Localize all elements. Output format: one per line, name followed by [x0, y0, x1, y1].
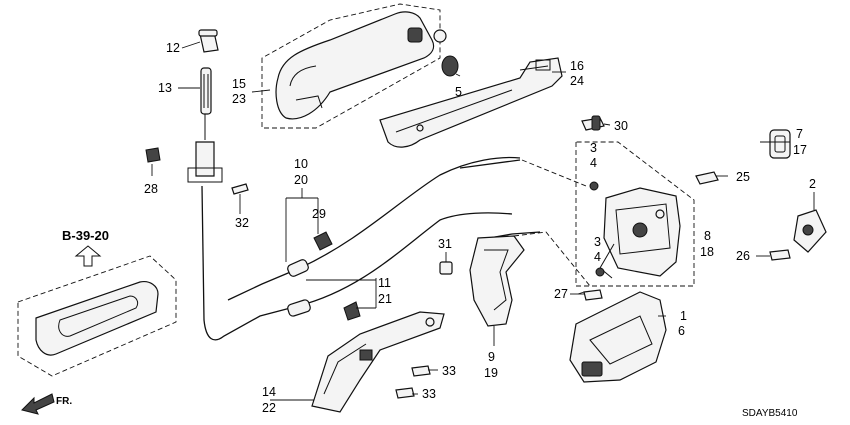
- outer-handle-group: [261, 3, 459, 129]
- callout-33b: 33: [422, 387, 436, 401]
- diagram-code: SDAYB5410: [742, 408, 798, 419]
- rubber-pad: [769, 129, 791, 159]
- callout-29: 29: [312, 207, 326, 221]
- callout-17: 17: [793, 143, 807, 157]
- handle-base-group: [379, 57, 563, 148]
- inner-door-handle: [35, 281, 159, 356]
- callout-13: 13: [158, 81, 172, 95]
- key-cylinder-group: [145, 29, 249, 195]
- callout-18: 18: [700, 245, 714, 259]
- callout-33a: 33: [442, 364, 456, 378]
- front-direction-label: FR.: [56, 396, 72, 407]
- callout-8: 8: [704, 229, 711, 243]
- grommet: [441, 55, 459, 77]
- callout-2: 2: [809, 177, 816, 191]
- callout-20: 20: [294, 173, 308, 187]
- handle-base: [379, 57, 563, 148]
- rod-clip: [145, 147, 161, 163]
- callout-32: 32: [235, 216, 249, 230]
- cable-clip-21: [343, 301, 361, 321]
- callout-15: 15: [232, 77, 246, 91]
- latch-protector: [469, 235, 525, 327]
- latch-group: [575, 141, 695, 301]
- callout-3a: 3: [590, 141, 597, 155]
- callout-30: 30: [614, 119, 628, 133]
- callout-3b: 3: [594, 235, 601, 249]
- callout-19: 19: [484, 366, 498, 380]
- callout-16: 16: [570, 59, 584, 73]
- leader-lines: [151, 41, 815, 401]
- cylinder-rod: [200, 67, 212, 115]
- callout-12: 12: [166, 41, 180, 55]
- callout-10: 10: [294, 157, 308, 171]
- lock-actuator: [569, 291, 667, 383]
- callout-28: 28: [144, 182, 158, 196]
- callout-27: 27: [554, 287, 568, 301]
- callout-26: 26: [736, 249, 750, 263]
- callout-4b: 4: [594, 250, 601, 264]
- striker-group: [695, 129, 827, 261]
- inner-handle-inset: [17, 245, 177, 377]
- callout-31: 31: [438, 237, 452, 251]
- callout-24: 24: [570, 74, 584, 88]
- callout-labels: 12 13 15 23 5 16 24 30 7 17 25 2 26 3 4 …: [56, 41, 816, 419]
- callout-22: 22: [262, 401, 276, 415]
- callout-23: 23: [232, 92, 246, 106]
- callout-21: 21: [378, 292, 392, 306]
- inner-handle-base: [311, 311, 445, 413]
- callout-7: 7: [796, 127, 803, 141]
- callout-1: 1: [680, 309, 687, 323]
- cables: [201, 156, 591, 341]
- inner-handle-base-group: [311, 311, 445, 413]
- callout-25: 25: [736, 170, 750, 184]
- reference-label: B-39-20: [62, 228, 109, 243]
- cable-11-21-sleeve: [287, 299, 311, 317]
- callout-9: 9: [488, 350, 495, 364]
- front-direction-arrow: [21, 393, 55, 415]
- latch-protector-group: [439, 235, 525, 327]
- callout-5: 5: [455, 85, 462, 99]
- callout-14: 14: [262, 385, 276, 399]
- callout-6: 6: [678, 324, 685, 338]
- callout-11: 11: [378, 276, 391, 290]
- callout-4a: 4: [590, 156, 597, 170]
- actuator-group: [569, 291, 667, 383]
- reference-arrow: [74, 245, 102, 267]
- cable-10-20: [227, 156, 521, 301]
- outer-handle: [275, 11, 435, 120]
- cable-clip-29: [313, 231, 333, 251]
- bolt-30: [581, 115, 605, 131]
